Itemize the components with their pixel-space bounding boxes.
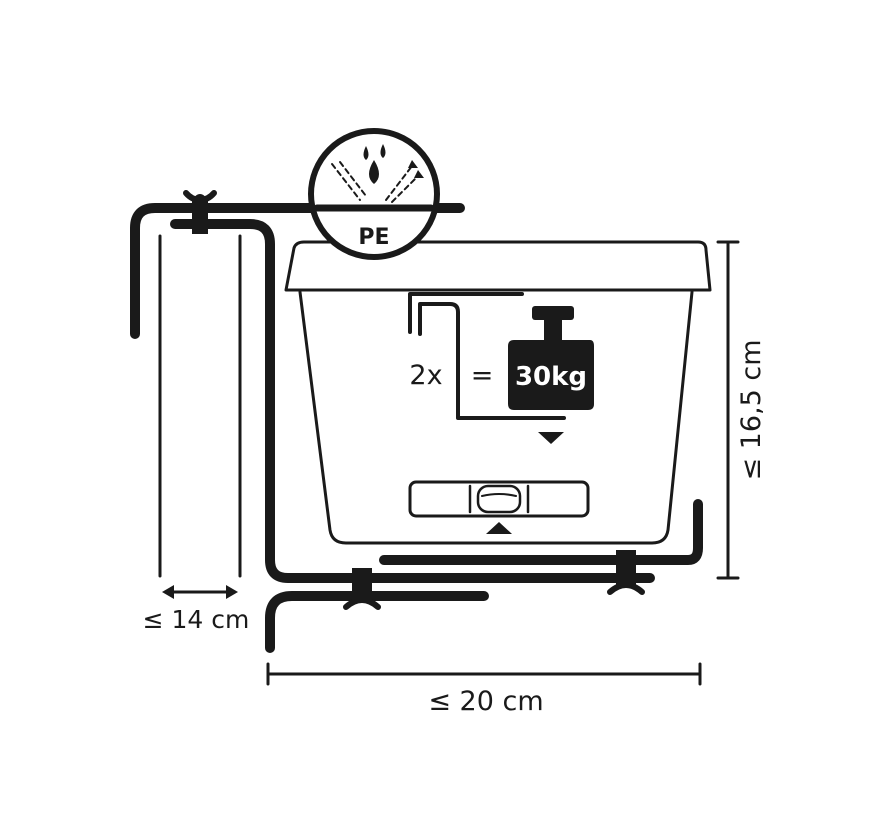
load-weight-label: 30kg: [515, 362, 587, 392]
weight-icon: [508, 306, 594, 410]
rail-width-dimension: ≤ 14 cm: [143, 585, 250, 634]
spirit-level-icon: [408, 480, 590, 534]
lower-screw-clamp-left-icon: [343, 568, 381, 610]
water-drop-shield-icon: [331, 144, 424, 203]
load-multiplier-label: 2x: [409, 360, 442, 391]
material-badge: PE: [308, 128, 440, 260]
railing-post: [158, 234, 242, 578]
top-hook-bracket: [130, 203, 655, 583]
top-screw-clamp-icon: [183, 190, 217, 234]
max-rail-width-label: ≤ 14 cm: [143, 605, 250, 634]
equals-sign: =: [471, 360, 494, 391]
max-total-width-label: ≤ 20 cm: [428, 686, 543, 717]
planter-box: [284, 240, 712, 545]
material-label: PE: [358, 225, 389, 250]
load-capacity-group: 2x = 30kg: [408, 292, 594, 444]
lower-support-bracket: [265, 499, 703, 653]
max-height-label: ≤ 16,5 cm: [736, 339, 767, 480]
height-dimension: ≤ 16,5 cm: [716, 240, 767, 580]
total-width-dimension: ≤ 20 cm: [266, 662, 702, 717]
lower-screw-clamp-right-icon: [607, 550, 645, 595]
